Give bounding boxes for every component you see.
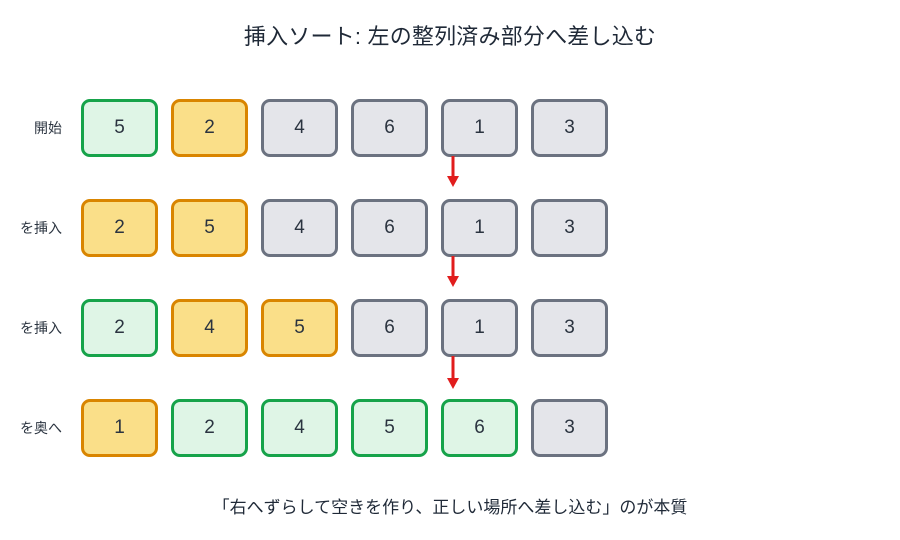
page-title: 挿入ソート: 左の整列済み部分へ差し込む bbox=[243, 24, 657, 49]
array-cell[interactable]: 5 bbox=[351, 399, 428, 457]
array-cell[interactable]: 1 bbox=[81, 399, 158, 457]
array-cell[interactable]: 1 bbox=[441, 99, 518, 157]
array-cell[interactable]: 6 bbox=[351, 199, 428, 257]
array-cell[interactable]: 4 bbox=[171, 299, 248, 357]
array-cell[interactable]: 4 bbox=[261, 99, 338, 157]
array-cell[interactable]: 5 bbox=[261, 299, 338, 357]
step-row-label: を挿入 bbox=[20, 320, 62, 336]
array-cell[interactable]: 6 bbox=[441, 399, 518, 457]
array-cell[interactable]: 2 bbox=[81, 199, 158, 257]
array-cell[interactable]: 3 bbox=[531, 399, 608, 457]
step-row-label: を挿入 bbox=[20, 220, 62, 236]
array-cell[interactable]: 3 bbox=[531, 299, 608, 357]
array-cell[interactable]: 4 bbox=[261, 399, 338, 457]
array-cell[interactable]: 1 bbox=[441, 199, 518, 257]
caption: 「右へずらして空きを作り、正しい場所へ差し込む」のが本質 bbox=[212, 498, 688, 517]
array-cell[interactable]: 3 bbox=[531, 199, 608, 257]
array-cell[interactable]: 5 bbox=[81, 99, 158, 157]
array-cell[interactable]: 2 bbox=[171, 399, 248, 457]
array-cell[interactable]: 2 bbox=[171, 99, 248, 157]
array-cell[interactable]: 3 bbox=[531, 99, 608, 157]
array-cell[interactable]: 2 bbox=[81, 299, 158, 357]
array-cell[interactable]: 1 bbox=[441, 299, 518, 357]
step-row-label: を奥へ bbox=[20, 420, 62, 436]
array-cell[interactable]: 6 bbox=[351, 299, 428, 357]
step-row-label: 開始 bbox=[34, 120, 62, 136]
array-cell[interactable]: 4 bbox=[261, 199, 338, 257]
array-cell[interactable]: 6 bbox=[351, 99, 428, 157]
array-cell[interactable]: 5 bbox=[171, 199, 248, 257]
